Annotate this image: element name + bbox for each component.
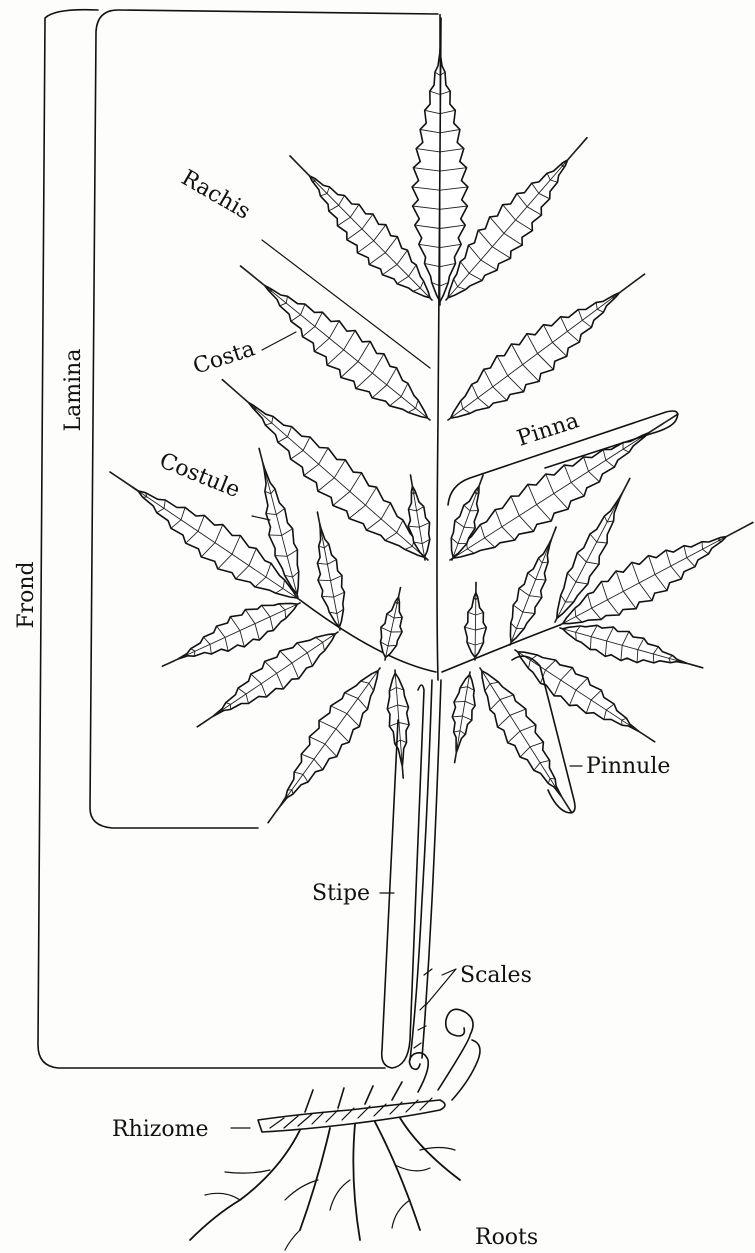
costa-leader <box>262 332 296 350</box>
roots-label: Roots <box>475 1225 538 1250</box>
costa-label: Costa <box>190 336 258 379</box>
roots <box>190 1118 460 1250</box>
upper-right-pinna-veins <box>446 140 585 300</box>
fiddlehead-stem <box>452 1040 480 1100</box>
right-lower-pinnule-4 <box>452 672 475 763</box>
rachis-label: Rachis <box>177 166 254 225</box>
costule-label: Costule <box>156 448 244 503</box>
rhizome-label: Rhizome <box>112 1117 209 1142</box>
stipe-line-2 <box>422 680 441 1058</box>
pinna-label: Pinna <box>514 408 582 451</box>
lamina-label: Lamina <box>61 349 86 432</box>
scales-leader <box>426 969 456 1005</box>
pinnule-label: Pinnule <box>586 754 670 779</box>
fiddlehead-small <box>409 1053 428 1092</box>
scales-label: Scales <box>460 963 532 988</box>
fiddlehead-large <box>438 1009 473 1090</box>
left-lower-pinnule-3-veins <box>270 668 380 820</box>
costa-left-pinna-veins <box>243 268 430 420</box>
frond-label: Frond <box>14 561 39 628</box>
stipe-label: Stipe <box>312 881 370 906</box>
right-upper-pinnule-2-veins <box>510 530 555 645</box>
costa-right-pinna-veins <box>448 276 642 420</box>
left-upper-pinnule-3 <box>381 588 403 661</box>
rhizome-old-bases <box>305 1082 402 1112</box>
rhizome-body <box>258 1100 445 1132</box>
stipe-line <box>410 680 432 1060</box>
